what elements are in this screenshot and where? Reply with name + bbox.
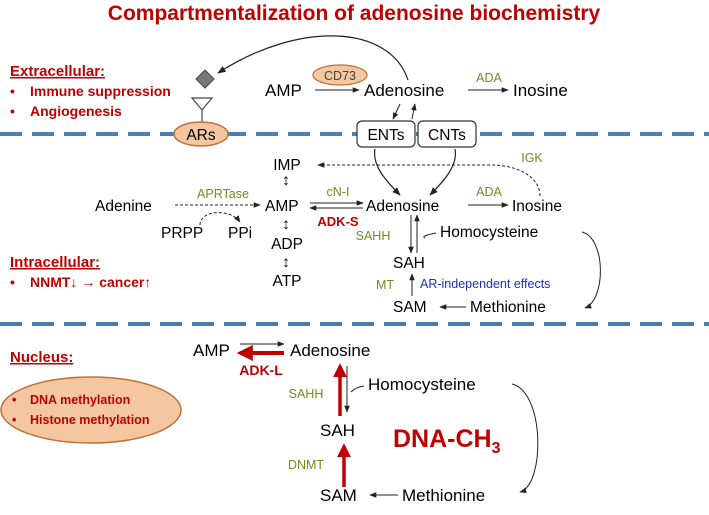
nucleus-heading: Nucleus: [10, 349, 73, 366]
prpp-to-ppi-arrow [199, 212, 241, 226]
ppi: PPi [228, 225, 252, 242]
intracellular-amp: AMP [265, 198, 299, 215]
aprtase-label: APRTase [197, 187, 249, 201]
dnmt-label: DNMT [288, 458, 324, 472]
homocysteine-to-methionine-arrow [511, 383, 539, 493]
nucleus-homocysteine: Homocysteine [368, 375, 476, 394]
bullet-dot: • [10, 103, 15, 119]
extracellular-heading: Extracellular: [10, 63, 105, 80]
ar-independent-effects: AR-independent effects [420, 277, 550, 291]
igk-label: IGK [521, 151, 543, 165]
extracellular-inosine: Inosine [513, 81, 568, 100]
ents-inward-arrow [373, 148, 401, 196]
cnts-label: CNTs [428, 127, 466, 144]
receptor-icon [190, 97, 214, 111]
nucleus-adenosine: Adenosine [290, 341, 370, 360]
intracellular-sah: SAH [393, 255, 425, 272]
prpp: PRPP [161, 225, 203, 242]
igk-arrow [317, 162, 541, 197]
atp: ATP [273, 273, 302, 290]
adk-l-label: ADK-L [239, 362, 283, 378]
adenosine-to-receptor-arrow [217, 35, 409, 81]
extracellular-amp: AMP [265, 81, 302, 100]
bullet-dot: • [12, 393, 16, 407]
imp: IMP [273, 157, 301, 174]
adk-s-label: ADK-S [317, 214, 358, 229]
intracellular-sam: SAM [393, 299, 427, 316]
updown-arrow-icon: ↕ [282, 216, 290, 233]
cn1-label: cN-I [327, 185, 350, 199]
intracellular-adenosine: Adenosine [366, 198, 439, 215]
intracellular-inosine: Inosine [512, 198, 562, 215]
mt-label: MT [376, 278, 394, 292]
page-title: Compartmentalization of adenosine bioche… [108, 2, 601, 25]
updown-arrow-icon: ↕ [282, 254, 290, 271]
adp: ADP [271, 236, 303, 253]
ars-oval [173, 121, 229, 147]
extracellular-adenosine: Adenosine [364, 81, 444, 100]
nucleus-sah: SAH [320, 421, 355, 440]
nucleus-sam: SAM [320, 486, 357, 505]
bullet-dot: • [10, 274, 15, 290]
intracellular-sahh-label: SAHH [356, 229, 391, 243]
intracellular-bullet-nnmt: NNMT↓ → cancer↑ [30, 274, 151, 290]
nucleus-amp: AMP [193, 341, 230, 360]
nucleus-sahh-label: SAHH [289, 387, 324, 401]
nucleus-methionine: Methionine [402, 486, 485, 505]
ents-label: ENTs [367, 127, 404, 144]
updown-arrow-icon: ↕ [282, 172, 290, 189]
ents-transporter [356, 120, 416, 148]
bullet-dot: • [12, 413, 16, 427]
nucleus-effects-oval [0, 376, 182, 444]
nucleus-bullet-dna-methylation: DNA methylation [30, 393, 130, 407]
bullet-dot: • [10, 83, 15, 99]
homocysteine-to-methionine-arrow [581, 231, 601, 309]
intracellular-heading: Intracellular: [10, 254, 100, 271]
adenine: Adenine [95, 198, 152, 215]
cd73-label: CD73 [324, 69, 356, 83]
dna-ch3-label: DNA-CH3 [393, 425, 501, 457]
intracellular-ada-label: ADA [476, 185, 502, 199]
extracellular-bullet-immune: Immune suppression [30, 83, 171, 99]
intracellular-methionine: Methionine [470, 299, 546, 316]
intracellular-homocysteine: Homocysteine [440, 224, 538, 241]
extracellular-bullet-angiogenesis: Angiogenesis [30, 103, 122, 119]
extracellular-ada-label: ADA [476, 71, 502, 85]
nucleus-bullet-histone-methylation: Histone methylation [30, 413, 149, 427]
cnts-transporter [417, 120, 477, 148]
cnts-inward-arrow [429, 148, 457, 196]
ligand-diamond-icon [195, 69, 215, 89]
ars-label: ARs [186, 127, 216, 144]
cd73-oval [312, 64, 368, 86]
